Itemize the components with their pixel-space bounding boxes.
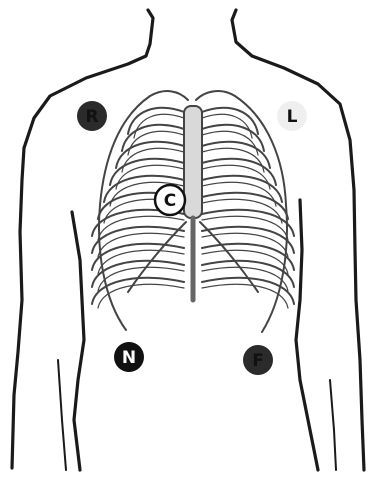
right-hip-line [330, 380, 336, 470]
electrode-n-label: N [122, 348, 136, 368]
rib-cage [92, 91, 294, 332]
electrode-C: C [155, 185, 185, 215]
electrode-c-label: C [164, 191, 176, 211]
sternum [184, 106, 202, 218]
electrode-N: N [114, 342, 144, 372]
rib-right [202, 210, 294, 236]
electrode-R: R [77, 101, 107, 131]
left-inner-arm [72, 212, 84, 470]
electrode-L: L [277, 101, 307, 131]
body-outline [12, 10, 364, 470]
rib-left-inner [98, 284, 184, 308]
electrode-f-label: F [252, 351, 264, 371]
right-side-outline [232, 10, 364, 470]
left-side-outline [12, 10, 153, 468]
electrode-r-label: R [85, 107, 98, 127]
clavicle-left [150, 91, 188, 100]
rib-left [92, 244, 184, 270]
rib-right [202, 244, 294, 270]
right-inner-arm [296, 200, 318, 470]
left-hip-line [58, 360, 66, 470]
clavicle-right [196, 91, 235, 100]
ribcage-right-edge [235, 96, 287, 332]
electrode-F: F [243, 345, 273, 375]
rib-right [202, 278, 294, 304]
electrode-l-label: L [287, 107, 298, 127]
